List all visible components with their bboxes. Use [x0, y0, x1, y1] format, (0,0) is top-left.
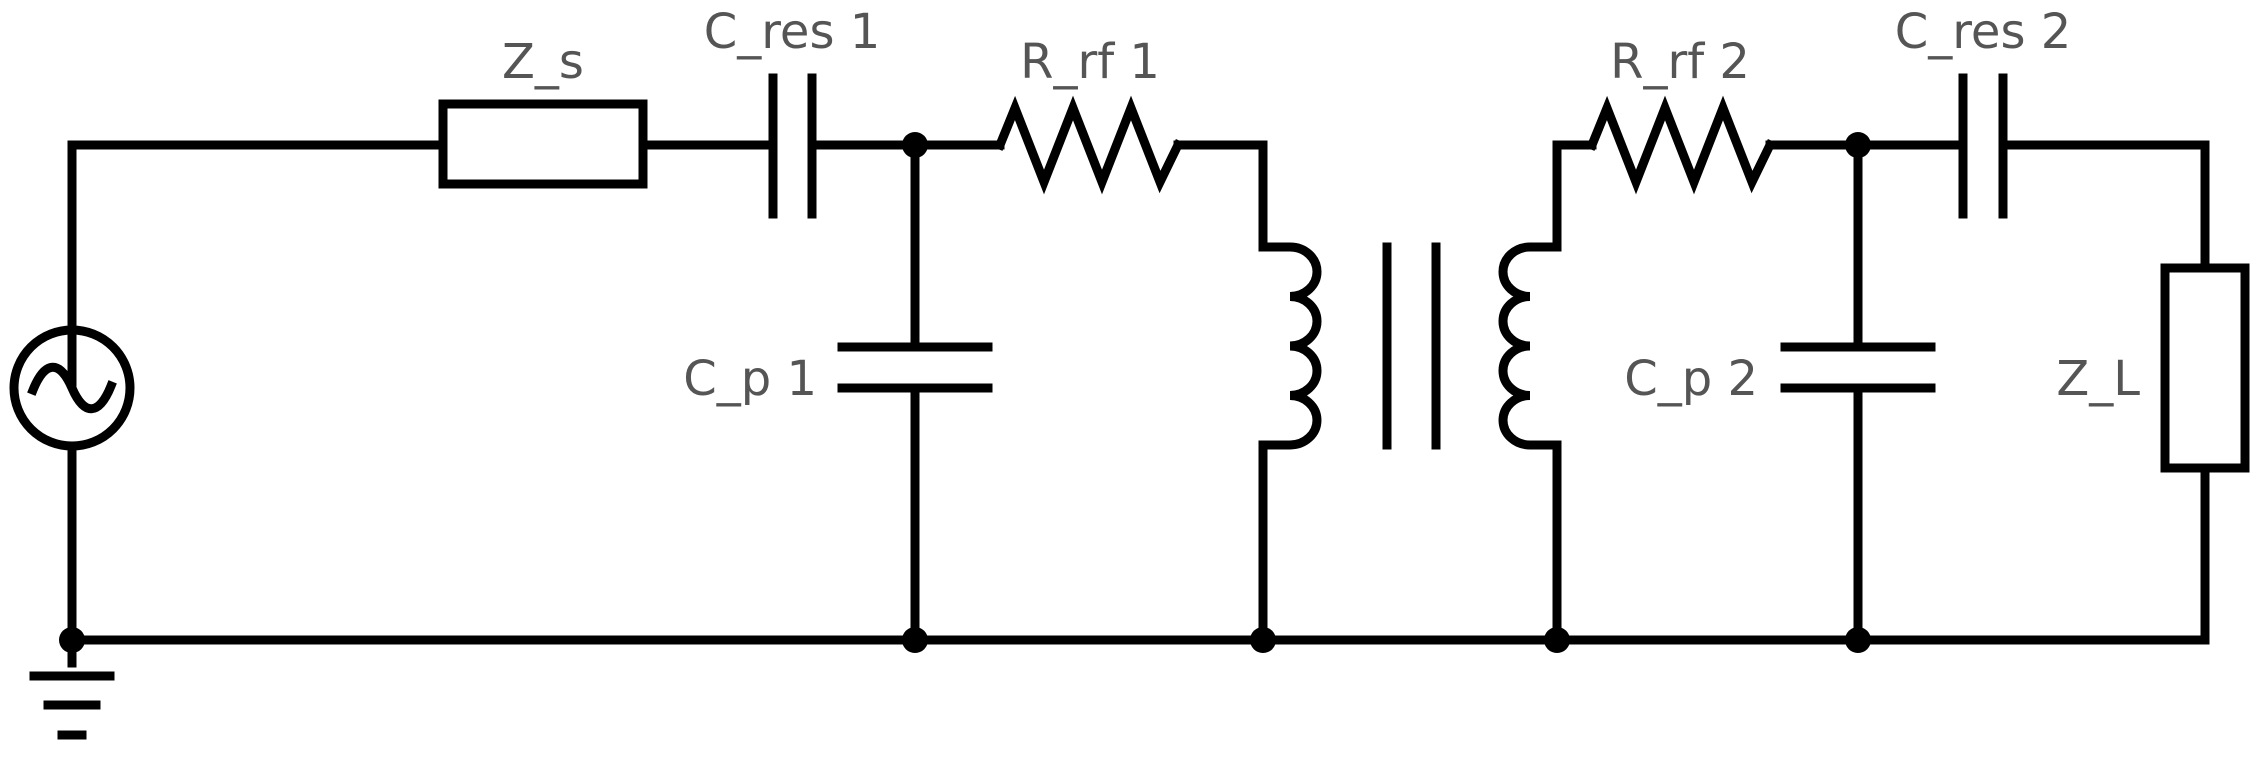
junction-dot — [902, 132, 928, 158]
junction-dot — [1845, 627, 1871, 653]
capacitor-c-res1 — [768, 73, 817, 219]
junction-dot — [902, 627, 928, 653]
label-c-p1: C_p 1 — [683, 351, 817, 407]
label-r-rf2: R_rf 2 — [1610, 34, 1750, 90]
inductor-primary — [1258, 242, 1322, 450]
label-c-res2: C_res 2 — [1895, 4, 2072, 60]
inductor-secondary — [1498, 242, 1562, 450]
transformer-core — [1382, 242, 1441, 450]
resistor-r-rf2 — [1586, 95, 1777, 195]
wires — [67, 140, 2210, 668]
capacitor-c-p2 — [1780, 342, 1936, 393]
junction-dot — [1544, 627, 1570, 653]
label-c-res1: C_res 1 — [704, 4, 881, 60]
ground-symbol — [29, 671, 115, 740]
junction-dot — [59, 627, 85, 653]
label-z-l: Z_L — [2056, 351, 2140, 407]
label-r-rf1: R_rf 1 — [1020, 34, 1160, 90]
label-c-p2: C_p 2 — [1624, 351, 1758, 407]
ac-source — [9, 325, 135, 451]
junction-dots — [59, 132, 1871, 653]
junction-dot — [1250, 627, 1276, 653]
resistor-r-rf1 — [994, 95, 1185, 195]
impedance-z-l — [2160, 263, 2250, 473]
capacitor-c-res2 — [1958, 73, 2008, 219]
capacitor-c-p1 — [837, 342, 993, 393]
junction-dot — [1845, 132, 1871, 158]
impedance-z-s — [438, 99, 648, 189]
label-z-s: Z_s — [502, 34, 584, 90]
